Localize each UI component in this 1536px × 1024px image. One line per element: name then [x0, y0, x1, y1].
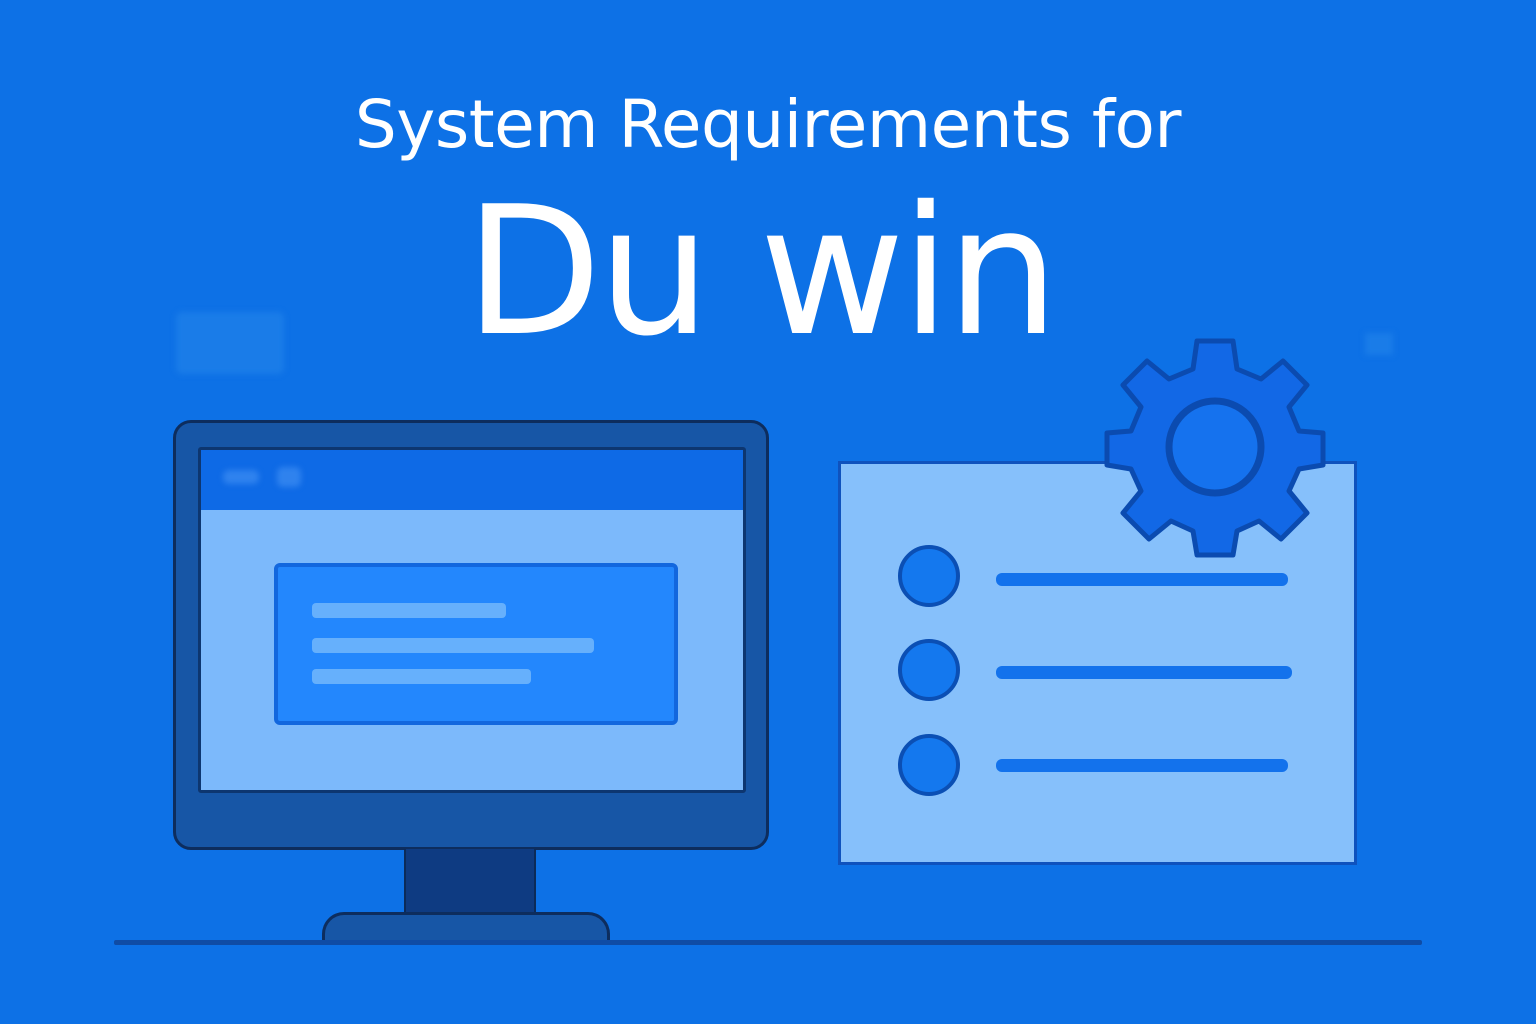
bullet-circle-icon: [898, 639, 960, 701]
title-bar-placeholder: [223, 470, 259, 484]
page-title-line1: System Requirements for: [354, 86, 1182, 163]
bullet-circle-icon: [898, 734, 960, 796]
gear-icon: [1104, 338, 1326, 558]
screen-dialog-card: [274, 563, 678, 725]
text-line-placeholder: [312, 603, 506, 618]
text-line-placeholder: [312, 638, 594, 653]
monitor-stand-base: [322, 912, 610, 944]
bullet-circle-icon: [898, 545, 960, 607]
monitor-icon: [173, 420, 769, 850]
desk-surface-line: [114, 940, 1422, 945]
text-line-placeholder: [312, 669, 531, 684]
decorative-blur-dot: [1365, 333, 1393, 355]
monitor-stand-neck: [404, 849, 536, 913]
requirement-line-placeholder: [996, 573, 1288, 586]
requirement-line-placeholder: [996, 666, 1292, 679]
decorative-blur-shape: [176, 312, 284, 374]
monitor-screen: [198, 447, 746, 793]
screen-title-bar: [201, 450, 743, 510]
title-bar-placeholder: [277, 467, 301, 487]
requirement-line-placeholder: [996, 759, 1288, 772]
page-title-product: Du win: [464, 168, 1059, 375]
